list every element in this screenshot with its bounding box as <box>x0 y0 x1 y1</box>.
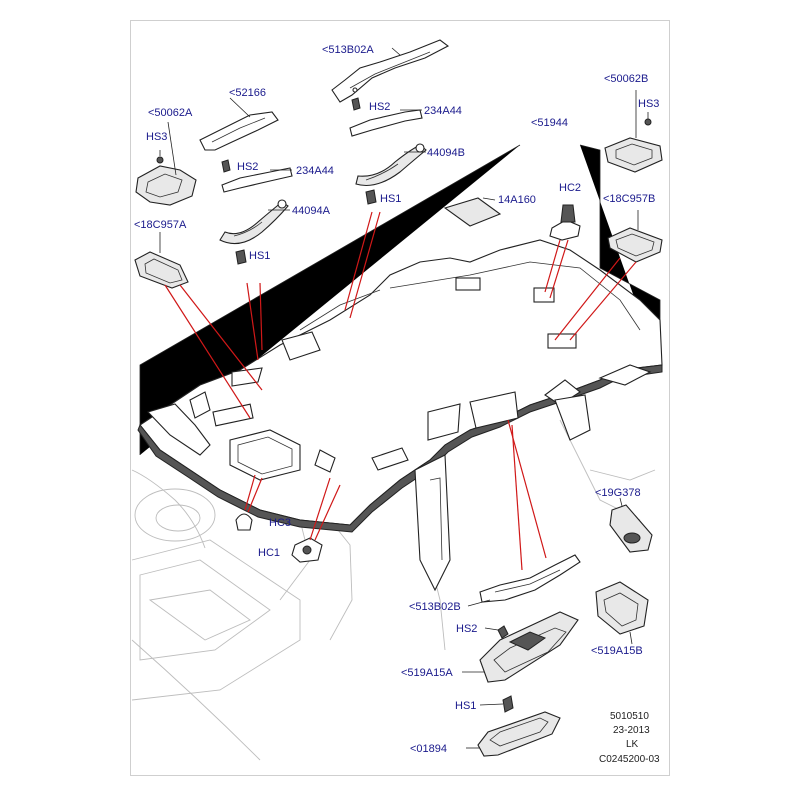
callout-HC1[interactable]: HC1 <box>258 547 280 559</box>
callout-HS3-a[interactable]: HS3 <box>146 131 167 143</box>
part-14A160 <box>443 197 502 227</box>
callout-44094A[interactable]: 44094A <box>292 205 331 217</box>
footer-line-4: C0245200-03 <box>599 754 660 765</box>
part-50062A <box>135 121 197 206</box>
callout-HS1-a[interactable]: HS1 <box>380 193 401 205</box>
footer-line-3: LK <box>626 739 639 750</box>
part-513B02A <box>331 39 450 103</box>
callout-HS1-c[interactable]: HS1 <box>455 700 476 712</box>
callout-14A160[interactable]: 14A160 <box>498 194 536 206</box>
callout-HS2-c[interactable]: HS2 <box>456 623 477 635</box>
part-52166 <box>199 97 279 151</box>
part-50062B <box>604 90 663 173</box>
callout-18C957A[interactable]: <18C957A <box>134 219 187 231</box>
callout-HS2-a[interactable]: HS2 <box>369 101 390 113</box>
part-44094B <box>344 143 427 319</box>
footer-reference: 5010510 23-2013 LK C0245200-03 <box>599 711 660 765</box>
part-18C957A <box>134 232 263 419</box>
callout-52166[interactable]: <52166 <box>229 87 266 99</box>
callout-44094B[interactable]: 44094B <box>427 147 465 159</box>
footer-line-2: 23-2013 <box>613 725 650 736</box>
callout-01894[interactable]: <01894 <box>410 743 447 755</box>
callout-19G378[interactable]: <19G378 <box>595 487 641 499</box>
callout-HC3[interactable]: HC3 <box>269 517 291 529</box>
part-513B02B <box>467 419 581 607</box>
part-234A44-right <box>349 97 423 137</box>
part-01894 <box>466 695 561 757</box>
footer-line-1: 5010510 <box>610 711 649 722</box>
callout-labels: <513B02A <52166 HS2 234A44 <50062A HS3 H… <box>134 44 659 755</box>
callout-HS1-b[interactable]: HS1 <box>249 250 270 262</box>
part-234A44-left <box>221 159 293 193</box>
part-519A15B <box>595 581 649 645</box>
callout-HS3-b[interactable]: HS3 <box>638 98 659 110</box>
callout-234A44-b[interactable]: 234A44 <box>296 165 334 177</box>
part-HC1 <box>291 477 341 563</box>
diagram-frame <box>130 20 670 776</box>
part-44094A <box>219 199 290 361</box>
callout-513B02B[interactable]: <513B02B <box>409 601 461 613</box>
headliner-51944 <box>137 144 663 592</box>
callout-HS2-b[interactable]: HS2 <box>237 161 258 173</box>
callout-HC2[interactable]: HC2 <box>559 182 581 194</box>
part-19G378 <box>609 497 653 553</box>
callout-50062B[interactable]: <50062B <box>604 73 648 85</box>
part-18C957B <box>554 210 663 341</box>
part-519A15A <box>462 611 579 683</box>
callout-51944[interactable]: <51944 <box>531 117 568 129</box>
part-HC2 <box>544 204 581 299</box>
callout-50062A[interactable]: <50062A <box>148 107 193 119</box>
callout-18C957B[interactable]: <18C957B <box>603 193 655 205</box>
callout-519A15B[interactable]: <519A15B <box>591 645 643 657</box>
callout-234A44-a[interactable]: 234A44 <box>424 105 462 117</box>
part-HC3 <box>235 474 263 531</box>
callout-519A15A[interactable]: <519A15A <box>401 667 453 679</box>
callout-513B02A[interactable]: <513B02A <box>322 44 374 56</box>
